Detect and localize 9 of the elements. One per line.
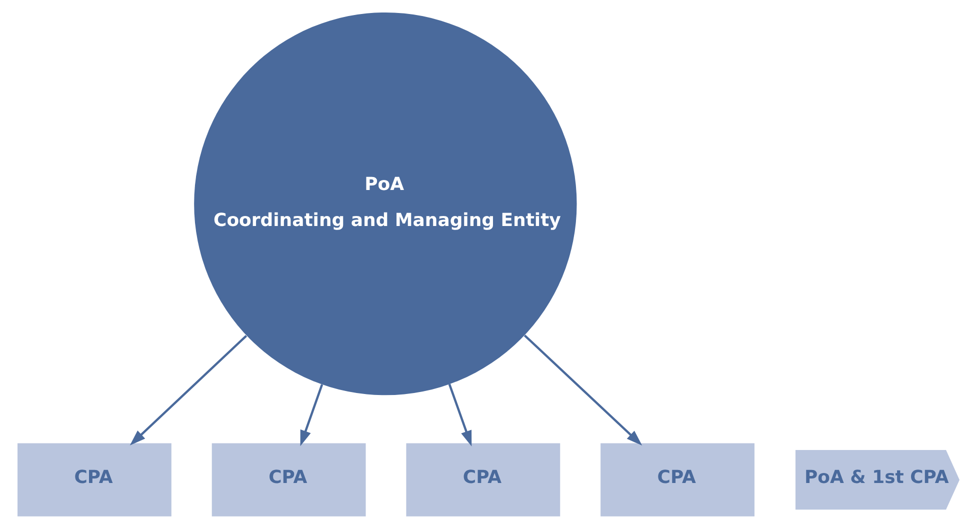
node-box: CPA xyxy=(17,443,171,516)
node-circle: PoA Coordinating and Managing Entity xyxy=(194,12,576,396)
node-box: CPA xyxy=(211,443,366,516)
arrow xyxy=(523,334,642,446)
arrow xyxy=(129,335,247,446)
arrow xyxy=(300,384,323,446)
node-box: CPA xyxy=(600,443,754,516)
arrow xyxy=(448,384,472,446)
node-box: CPA xyxy=(406,443,560,516)
